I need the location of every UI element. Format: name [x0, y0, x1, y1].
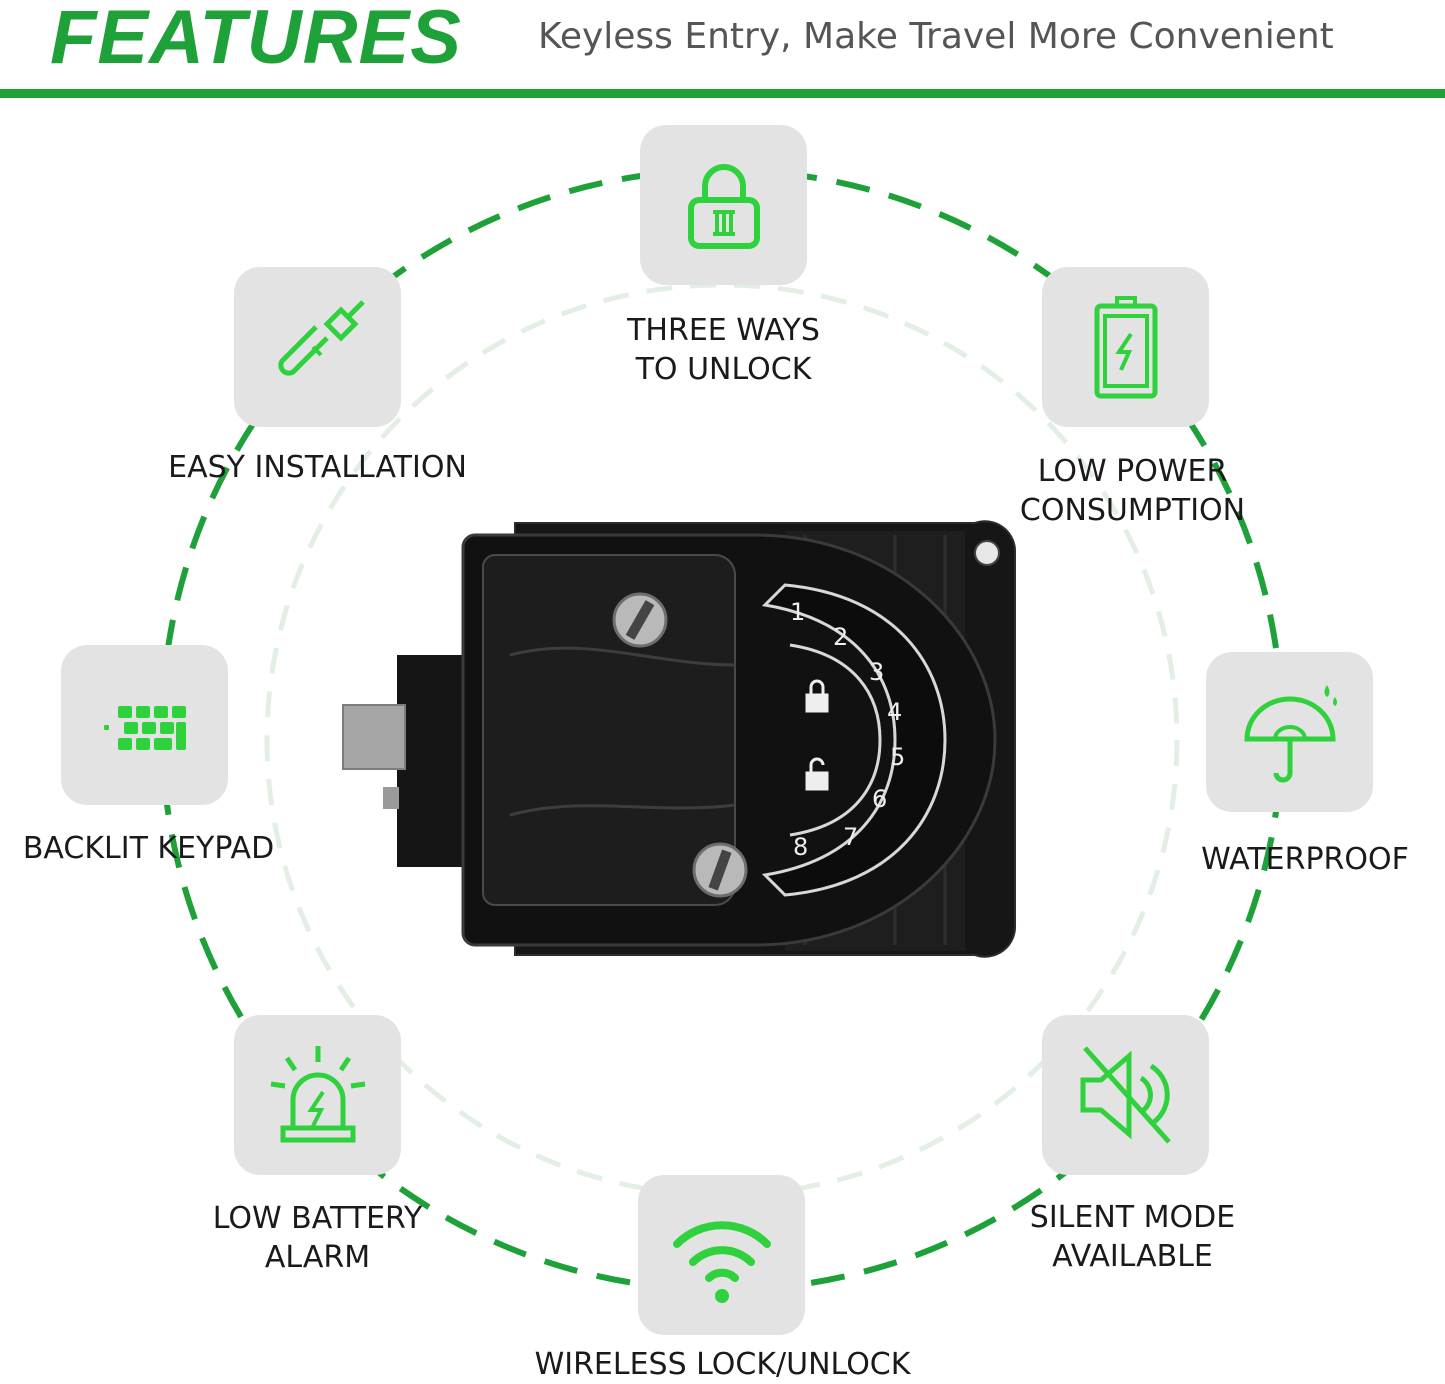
- wifi-icon: [672, 1221, 771, 1303]
- keypad-key: 6: [872, 785, 887, 813]
- tile-waterproof: [1206, 652, 1373, 812]
- screwdriver-icon: [277, 300, 365, 376]
- tile-three-ways-to-unlock: [640, 125, 807, 285]
- header: FEATURES Keyless Entry, Make Travel More…: [0, 0, 1445, 100]
- page-subtitle: Keyless Entry, Make Travel More Convenie…: [538, 16, 1334, 57]
- page-title: FEATURES: [50, 0, 462, 80]
- keypad-key: 1: [790, 598, 805, 626]
- padlock-icon: [687, 164, 760, 249]
- label-easy-installation: EASY INSTALLATION: [168, 450, 467, 485]
- keypad-key: 5: [890, 743, 905, 771]
- keypad-key: 7: [843, 823, 858, 851]
- label-backlit-keypad: BACKLIT KEYPAD: [22, 831, 275, 866]
- paddle-handle: [482, 554, 736, 906]
- keypad-key: 2: [833, 623, 848, 651]
- label-three-ways-to-unlock: THREE WAYS TO UNLOCK: [627, 313, 820, 387]
- keypad-key: 4: [887, 698, 902, 726]
- label-waterproof: WATERPROOF: [1201, 842, 1409, 877]
- muted-speaker-icon: [1080, 1046, 1171, 1144]
- alarm-light-icon: [270, 1046, 365, 1143]
- label-silent-mode: SILENT MODE AVAILABLE: [1029, 1200, 1236, 1274]
- keypad-lock-icon: [805, 679, 829, 713]
- keypad-panel: [761, 583, 947, 897]
- keypad-key: 3: [869, 658, 884, 686]
- tile-wireless-lock-unlock: [638, 1175, 805, 1335]
- label-low-battery-alarm: LOW BATTERY ALARM: [212, 1201, 423, 1275]
- tile-low-battery-alarm: [234, 1015, 401, 1175]
- keyboard-icon: [103, 706, 186, 750]
- battery-icon: [1094, 296, 1157, 399]
- tile-silent-mode: [1042, 1015, 1209, 1175]
- tile-easy-installation: [234, 267, 401, 427]
- keypad-key: 8: [793, 833, 808, 861]
- header-divider: [0, 89, 1445, 98]
- label-wireless-lock-unlock: WIRELESS LOCK/UNLOCK: [534, 1347, 911, 1382]
- umbrella-icon: [1243, 685, 1337, 783]
- latch-bolt: [342, 704, 406, 770]
- tile-low-power-consumption: [1042, 267, 1209, 427]
- rv-lock-image: 1 2 3 4 5 6 7 8: [342, 520, 1017, 958]
- label-low-power-consumption: LOW POWER CONSUMPTION: [1019, 454, 1246, 528]
- tile-backlit-keypad: [61, 645, 228, 805]
- keypad-unlock-icon: [805, 757, 829, 791]
